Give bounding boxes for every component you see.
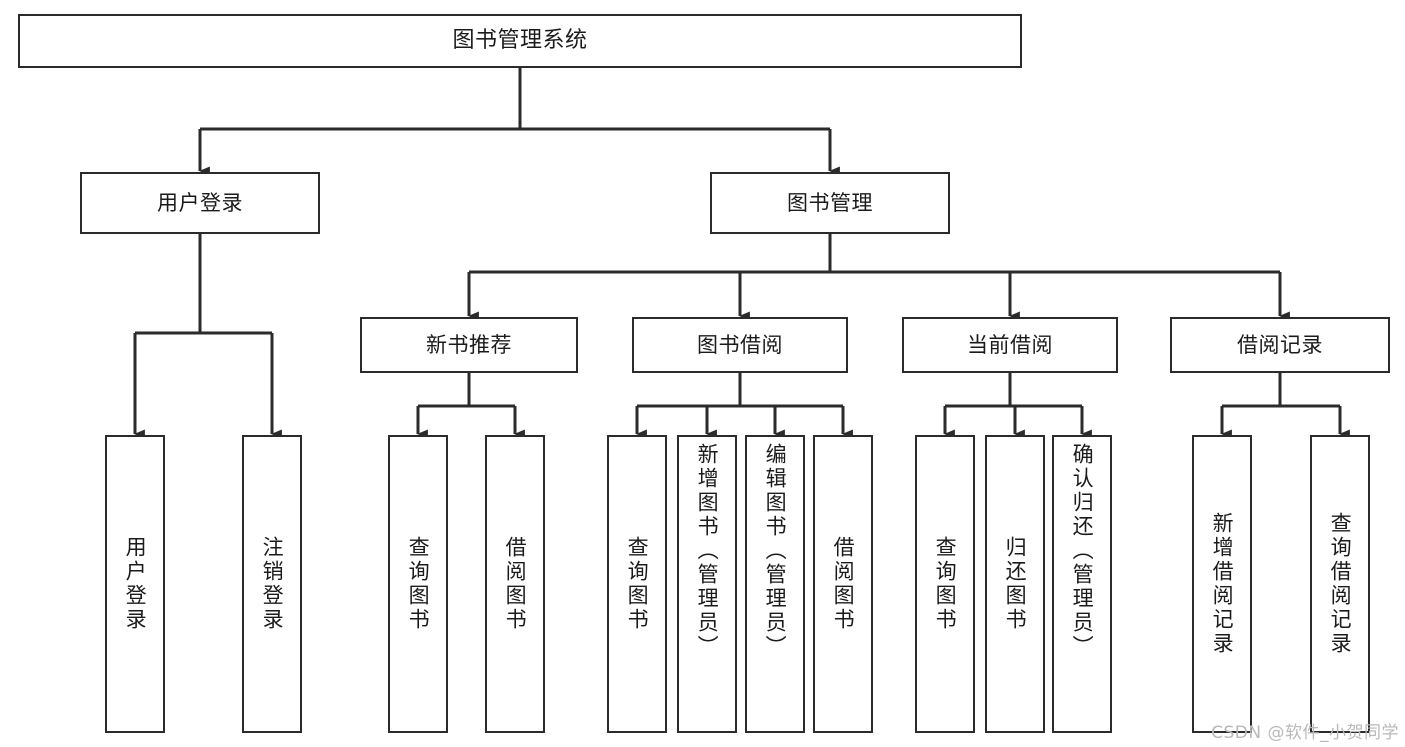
node-label: 借阅图书 (831, 536, 856, 632)
node-label: 用户登录 (157, 190, 243, 215)
node-label: 图书管理 (787, 190, 873, 215)
node-userlogin: 用户登录 (105, 435, 165, 733)
node-bk-borrow: 借阅图书 (813, 435, 873, 733)
node-label: 归还图书 (1003, 536, 1028, 632)
node-label: 查询借阅记录 (1328, 512, 1353, 656)
node-newbooks: 新书推荐 (360, 317, 578, 373)
node-label: 当前借阅 (967, 332, 1053, 357)
node-nb-query: 查询图书 (388, 435, 448, 733)
node-cur-query: 查询图书 (915, 435, 975, 733)
node-label: 借阅记录 (1237, 332, 1323, 357)
node-label: 查询图书 (625, 536, 650, 632)
node-cur-return: 归还图书 (985, 435, 1045, 733)
node-current: 当前借阅 (902, 317, 1118, 373)
node-bk-edit: 编辑图书（管理员） (745, 435, 805, 733)
node-nb-borrow: 借阅图书 (485, 435, 545, 733)
node-label: 图书管理系统 (452, 28, 588, 54)
node-label: 图书借阅 (697, 332, 783, 357)
node-root: 图书管理系统 (18, 14, 1022, 68)
node-label: 编辑图书（管理员） (763, 443, 788, 659)
node-bookmgmt: 图书管理 (710, 172, 950, 234)
node-logout: 注销登录 (242, 435, 302, 733)
node-label: 查询图书 (406, 536, 431, 632)
node-label: 确认归还（管理员） (1070, 443, 1095, 659)
node-label: 用户登录 (123, 536, 148, 632)
node-label: 注销登录 (260, 536, 285, 632)
node-label: 新增借阅记录 (1210, 512, 1235, 656)
node-bk-add: 新增图书（管理员） (677, 435, 737, 733)
node-bk-query: 查询图书 (607, 435, 667, 733)
node-label: 新增图书（管理员） (695, 443, 720, 659)
node-label: 借阅图书 (503, 536, 528, 632)
node-label: 新书推荐 (426, 332, 512, 357)
node-label: 查询图书 (933, 536, 958, 632)
node-cur-confirm: 确认归还（管理员） (1052, 435, 1112, 733)
watermark-text: CSDN @软件_小贺同学 (1211, 723, 1399, 743)
node-rec-add: 新增借阅记录 (1192, 435, 1252, 733)
node-login: 用户登录 (80, 172, 320, 234)
node-borrow: 图书借阅 (632, 317, 848, 373)
node-rec-query: 查询借阅记录 (1310, 435, 1370, 733)
node-records: 借阅记录 (1170, 317, 1390, 373)
